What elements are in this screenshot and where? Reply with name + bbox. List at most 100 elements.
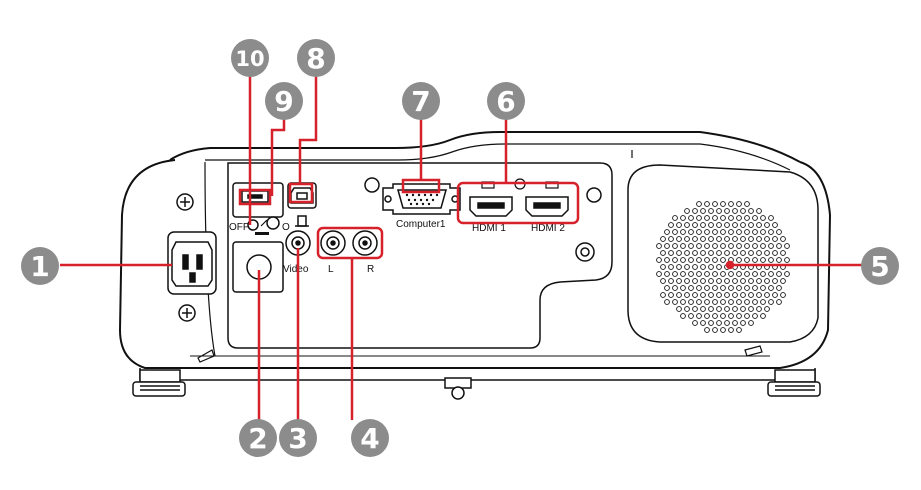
speaker-grille-hole [728, 243, 734, 249]
speaker-grille-hole [780, 250, 786, 256]
computer-port-pins [405, 193, 439, 206]
hdmi-port-1 [469, 196, 513, 217]
speaker-grille-hole [736, 299, 742, 305]
speaker-grille-hole [656, 257, 662, 263]
svg-text:6: 6 [496, 85, 515, 118]
svg-text:7: 7 [411, 85, 430, 118]
highlight-audio [316, 226, 384, 260]
speaker-grille-hole [728, 215, 734, 221]
speaker-grille-hole [768, 257, 774, 263]
speaker-grille-hole [696, 229, 702, 235]
power-inlet [167, 231, 217, 295]
projector-foot-right [767, 369, 821, 397]
speaker-grille-hole [776, 285, 782, 291]
speaker-grille-hole [700, 250, 706, 256]
speaker-grille-hole [684, 250, 690, 256]
speaker-grille-hole [768, 215, 774, 221]
speaker-grille-hole [680, 215, 686, 221]
callout-1: 1 [21, 247, 59, 285]
speaker-grille-hole [664, 299, 670, 305]
speaker-grille-hole [688, 299, 694, 305]
speaker-grille-hole [680, 299, 686, 305]
speaker-grille-hole [692, 222, 698, 228]
speaker-grille-hole [772, 222, 778, 228]
speaker-grille-hole [684, 264, 690, 270]
speaker-grille-hole [708, 250, 714, 256]
svg-text:3: 3 [288, 422, 307, 455]
speaker-grille-hole [712, 313, 718, 319]
speaker-grille-hole [744, 285, 750, 291]
speaker-grille-hole [700, 320, 706, 326]
speaker-grille-hole [680, 313, 686, 319]
speaker-grille-hole [780, 278, 786, 284]
speaker-grille-hole [740, 236, 746, 242]
speaker-grille-hole [672, 299, 678, 305]
speaker-grille-hole [724, 292, 730, 298]
speaker-grille-hole [688, 313, 694, 319]
video-port [285, 230, 311, 256]
speaker-grille-hole [704, 299, 710, 305]
speaker-grille-hole [668, 250, 674, 256]
speaker-grille-hole [760, 243, 766, 249]
speaker-grille-hole [752, 299, 758, 305]
speaker-grille-hole [656, 271, 662, 277]
speaker-grille-hole [676, 236, 682, 242]
speaker-grille-hole [732, 320, 738, 326]
speaker-grille-hole [776, 299, 782, 305]
speaker-grille-hole [736, 271, 742, 277]
speaker-grille-hole [720, 313, 726, 319]
speaker-grille-hole [740, 278, 746, 284]
remote-receiver [232, 241, 284, 293]
speaker-grille-hole [760, 285, 766, 291]
highlight-service [238, 188, 272, 206]
speaker-grille-hole [752, 229, 758, 235]
speaker-grille-hole [688, 243, 694, 249]
speaker-grille-hole [712, 201, 718, 207]
speaker-grille-hole [720, 257, 726, 263]
speaker-grille-hole [744, 215, 750, 221]
speaker-grille-hole [752, 271, 758, 277]
speaker-grille-hole [700, 264, 706, 270]
speaker-grille-hole [764, 278, 770, 284]
speaker-grille-hole [716, 208, 722, 214]
speaker-grille-hole [764, 306, 770, 312]
speaker-grille-hole [728, 299, 734, 305]
speaker-grille-hole [668, 264, 674, 270]
speaker-grille-hole [744, 257, 750, 263]
speaker-grille-hole [732, 278, 738, 284]
switch-on-label: O [282, 222, 290, 233]
speaker-grille-hole [748, 320, 754, 326]
speaker-grille-hole [760, 229, 766, 235]
speaker-grille-hole [732, 222, 738, 228]
speaker-grille-hole [712, 257, 718, 263]
svg-text:5: 5 [870, 250, 889, 283]
speaker-grille-hole [656, 243, 662, 249]
speaker-grille-hole [724, 306, 730, 312]
speaker-grille-hole [716, 278, 722, 284]
callout-10: 10 [231, 39, 269, 77]
speaker-grille-hole [724, 278, 730, 284]
svg-text:1: 1 [30, 250, 49, 283]
speaker-grille [656, 201, 790, 333]
speaker-grille-hole [720, 299, 726, 305]
speaker-grille-hole [784, 271, 790, 277]
speaker-grille-hole [688, 215, 694, 221]
speaker-grille-hole [752, 243, 758, 249]
leader-8 [298, 60, 318, 184]
speaker-grille-hole [668, 292, 674, 298]
speaker-grille-hole [672, 285, 678, 291]
speaker-grille-hole [696, 243, 702, 249]
svg-text:8: 8 [306, 42, 325, 75]
speaker-grille-hole [692, 208, 698, 214]
speaker-grille-hole [740, 320, 746, 326]
speaker-grille-hole [760, 313, 766, 319]
speaker-grille-hole [688, 271, 694, 277]
rear-panel [227, 162, 613, 349]
speaker-grille-hole [772, 236, 778, 242]
speaker-grille-hole [772, 250, 778, 256]
speaker-grille-hole [684, 222, 690, 228]
speaker-grille-hole [760, 299, 766, 305]
svg-text:2: 2 [248, 422, 267, 455]
speaker-grille-hole [704, 257, 710, 263]
audio-l-label: L [328, 264, 334, 275]
